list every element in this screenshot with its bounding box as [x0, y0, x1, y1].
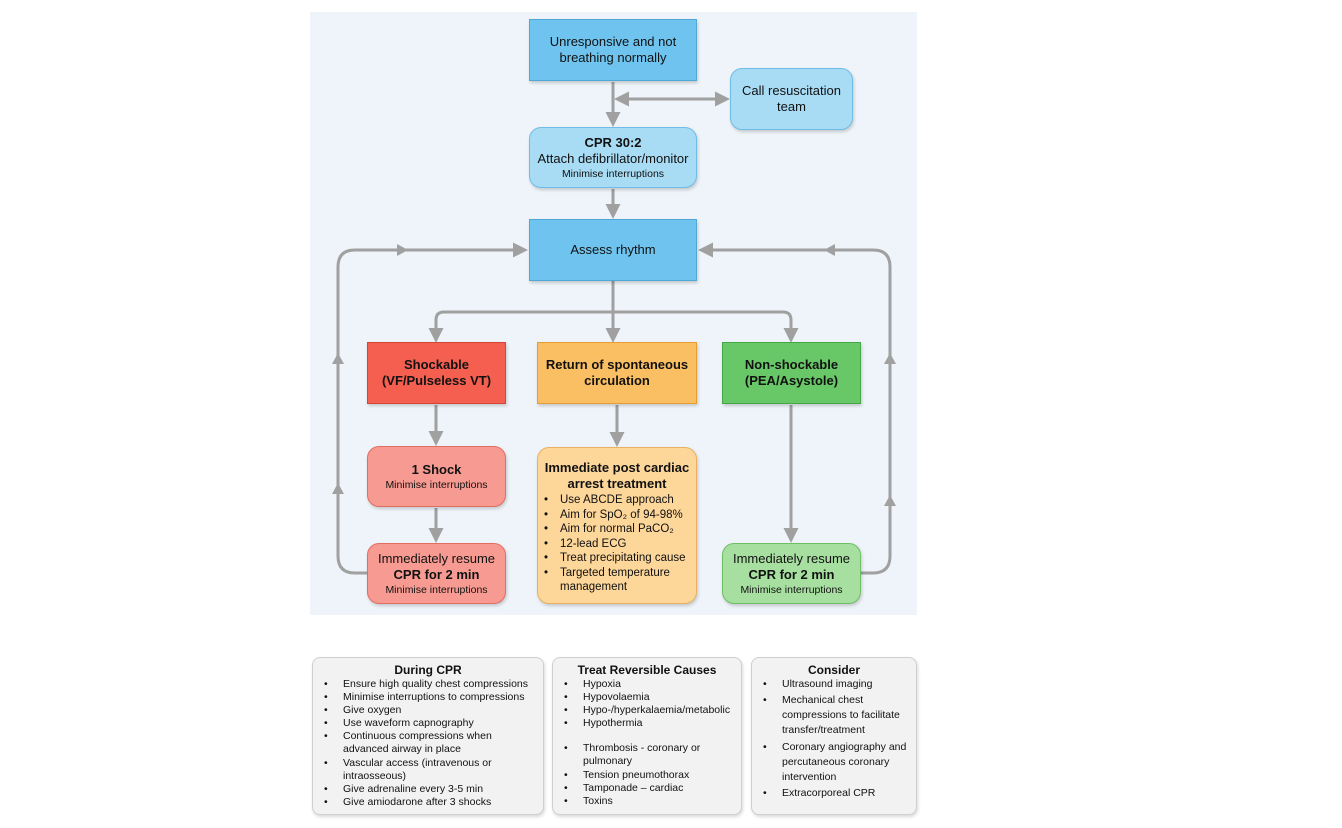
post-arrest-list: Use ABCDE approach Aim for SpO₂ of 94-98… — [538, 493, 696, 595]
arrow-mark-right-up-1 — [884, 353, 896, 364]
unresponsive-box: Unresponsive and not breathing normally — [529, 19, 697, 81]
arrow-left-loop — [336, 242, 528, 575]
reversible-causes-title: Treat Reversible Causes — [577, 663, 717, 677]
unresponsive-line2: breathing normally — [559, 50, 667, 65]
during-cpr-item: Use waveform capnography — [319, 717, 537, 730]
arrow-mark-right-left — [824, 244, 835, 256]
unresponsive-line1: Unresponsive and not — [549, 34, 677, 49]
arrow-mark-left-up-1 — [332, 353, 344, 364]
shockable-line1: Shockable — [403, 357, 470, 372]
post-arrest-item: Treat precipitating cause — [538, 551, 696, 566]
reversible-cause-item: Hypothermia — [559, 717, 735, 730]
cpr-title: CPR 30:2 — [584, 134, 642, 150]
resume-cpr-right-box: Immediately resume CPR for 2 min Minimis… — [722, 543, 861, 604]
post-arrest-title2: arrest treatment — [567, 476, 667, 491]
consider-title: Consider — [807, 663, 860, 677]
arrow-mark-left-right — [397, 244, 408, 256]
reversible-cause-item: Tamponade – cardiac — [559, 782, 735, 795]
one-shock-note: Minimise interruptions — [385, 478, 488, 491]
reversible-cause-item: Tension pneumothorax — [559, 769, 735, 782]
shockable-box: Shockable (VF/Pulseless VT) — [367, 342, 506, 404]
post-arrest-item: Aim for SpO₂ of 94-98% — [538, 508, 696, 523]
assess-rhythm-box: Assess rhythm — [529, 219, 697, 281]
during-cpr-item: Ensure high quality chest compressions — [319, 678, 537, 691]
reversible-cause-item: Hypovolaemia — [559, 691, 735, 704]
during-cpr-item: Minimise interruptions to compressions — [319, 691, 537, 704]
cpr-line2: Attach defibrillator/monitor — [537, 150, 689, 166]
one-shock-title: 1 Shock — [411, 461, 462, 477]
reversible-cause-item: Hypoxia — [559, 678, 735, 691]
call-team-line2: team — [777, 99, 806, 114]
reversible-cause-item: Toxins — [559, 795, 735, 808]
rosc-box: Return of spontaneous circulation — [537, 342, 697, 404]
resume-right-line2: CPR for 2 min — [748, 566, 835, 582]
post-arrest-box: Immediate post cardiac arrest treatment … — [537, 447, 697, 604]
resume-right-line1: Immediately resume — [732, 550, 851, 566]
nonshockable-box: Non-shockable (PEA/Asystole) — [722, 342, 861, 404]
during-cpr-item: Vascular access (intravenous or intraoss… — [319, 757, 537, 783]
post-arrest-title1: Immediate post cardiac — [544, 460, 690, 475]
call-team-line1: Call resuscitation — [742, 83, 841, 98]
during-cpr-list: Ensure high quality chest compressions M… — [319, 678, 537, 809]
shockable-line2: (VF/Pulseless VT) — [381, 373, 492, 388]
reversible-cause-item: Thrombosis - coronary or pulmonary — [559, 742, 735, 768]
reversible-causes-box: Treat Reversible Causes Hypoxia Hypovola… — [552, 657, 742, 815]
call-team-box: Call resuscitation team — [730, 68, 853, 130]
one-shock-box: 1 Shock Minimise interruptions — [367, 446, 506, 507]
resume-left-line2: CPR for 2 min — [393, 566, 480, 582]
nonshockable-line2: (PEA/Asystole) — [744, 373, 839, 388]
arrow-mark-left-up-2 — [332, 483, 344, 494]
resume-right-note: Minimise interruptions — [740, 583, 843, 596]
reversible-causes-list: Hypoxia Hypovolaemia Hypo-/hyperkalaemia… — [559, 678, 735, 808]
resume-cpr-left-box: Immediately resume CPR for 2 min Minimis… — [367, 543, 506, 604]
during-cpr-item: Give amiodarone after 3 shocks — [319, 796, 537, 809]
consider-list: Ultrasound imaging Mechanical chest comp… — [758, 678, 910, 800]
during-cpr-title: During CPR — [394, 663, 462, 677]
post-arrest-item: Targeted temperature management — [538, 566, 696, 595]
rosc-line2: circulation — [584, 373, 650, 388]
consider-item: Extracorporeal CPR — [758, 787, 910, 800]
rosc-line1: Return of spontaneous — [545, 357, 689, 372]
cpr-note: Minimise interruptions — [561, 167, 665, 180]
reversible-cause-item: Hypo-/hyperkalaemia/metabolic — [559, 704, 735, 717]
nonshockable-line1: Non-shockable — [744, 357, 839, 372]
post-arrest-item: 12-lead ECG — [538, 537, 696, 552]
resume-left-line1: Immediately resume — [377, 550, 496, 566]
arrow-right-loop — [698, 242, 892, 575]
cpr-box: CPR 30:2 Attach defibrillator/monitor Mi… — [529, 127, 697, 188]
during-cpr-item: Give oxygen — [319, 704, 537, 717]
post-arrest-item: Use ABCDE approach — [538, 493, 696, 508]
consider-item: Coronary angiography and percutaneous co… — [758, 740, 910, 785]
assess-rhythm-label: Assess rhythm — [570, 242, 656, 257]
consider-item: Ultrasound imaging — [758, 678, 910, 691]
during-cpr-item: Continuous compressions when advanced ai… — [319, 730, 537, 756]
arrow-mark-right-up-2 — [884, 495, 896, 506]
during-cpr-box: During CPR Ensure high quality chest com… — [312, 657, 544, 815]
resume-left-note: Minimise interruptions — [385, 583, 488, 596]
during-cpr-item: Give adrenaline every 3-5 min — [319, 783, 537, 796]
post-arrest-item: Aim for normal PaCO₂ — [538, 522, 696, 537]
consider-box: Consider Ultrasound imaging Mechanical c… — [751, 657, 917, 815]
consider-item: Mechanical chest compressions to facilit… — [758, 693, 910, 738]
